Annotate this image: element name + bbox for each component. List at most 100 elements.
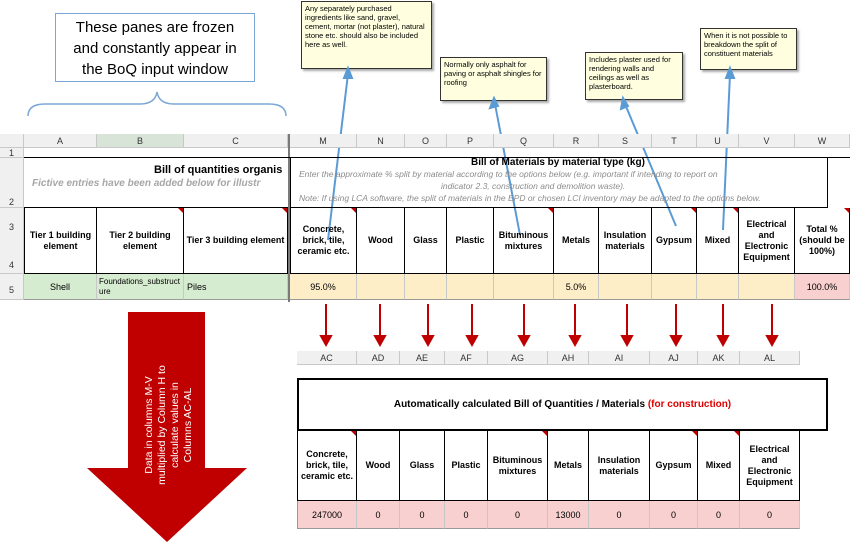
callout-concrete: Any separately purchased ingredients lik… — [301, 1, 432, 69]
lower-value-electrical[interactable]: 0 — [740, 501, 800, 529]
frozen-panes-note: These panes are frozen and constantly ap… — [55, 13, 255, 82]
callout-mixed: When it is not possible to breakdown the… — [700, 28, 797, 70]
callout-gypsum: Includes plaster used for rendering wall… — [585, 52, 683, 100]
frozen-note-line2: and constantly appear in — [73, 40, 237, 57]
value-metals[interactable]: 5.0% — [554, 274, 599, 300]
right-note-1: Enter the approximate % split by materia… — [299, 169, 718, 179]
col-header-v[interactable]: V — [739, 134, 795, 148]
col-header-t[interactable]: T — [652, 134, 697, 148]
value-insulation[interactable] — [599, 274, 652, 300]
frozen-note-line3: the BoQ input window — [82, 61, 228, 78]
lower-header-gypsum[interactable]: Gypsum — [650, 431, 698, 501]
callout-pointers — [327, 65, 736, 241]
header-wood[interactable]: Wood — [357, 208, 405, 274]
row-header-3: 3 — [8, 222, 14, 232]
lower-value-glass[interactable]: 0 — [400, 501, 445, 529]
lower-value-gypsum[interactable]: 0 — [650, 501, 698, 529]
col-header-r[interactable]: R — [554, 134, 599, 148]
brace-shape — [27, 91, 287, 117]
col-header-o[interactable]: O — [405, 134, 447, 148]
col-header-al[interactable]: AL — [740, 351, 800, 365]
lower-title: Automatically calculated Bill of Quantit… — [393, 399, 646, 410]
lower-value-concrete[interactable]: 247000 — [297, 501, 357, 529]
lower-header-glass[interactable]: Glass — [400, 431, 445, 501]
lower-title-block: Automatically calculated Bill of Quantit… — [297, 378, 828, 431]
value-gypsum[interactable] — [652, 274, 697, 300]
col-header-c[interactable]: C — [184, 134, 288, 148]
col-header-w[interactable]: W — [795, 134, 850, 148]
lower-header-plastic[interactable]: Plastic — [445, 431, 488, 501]
tier3-cell[interactable]: Piles — [184, 274, 288, 300]
left-title: Bill of quantities organis — [154, 164, 283, 176]
value-glass[interactable] — [405, 274, 447, 300]
select-all-corner[interactable] — [0, 134, 24, 148]
tier3-header[interactable]: Tier 3 building element — [184, 208, 288, 274]
col-header-u[interactable]: U — [697, 134, 739, 148]
lower-value-mixed[interactable]: 0 — [698, 501, 740, 529]
header-glass[interactable]: Glass — [405, 208, 447, 274]
header-metals[interactable]: Metals — [554, 208, 599, 274]
col-header-b[interactable]: B — [97, 134, 184, 148]
row-header-3-4[interactable]: 3 4 — [0, 208, 24, 274]
row-header-5[interactable]: 5 — [0, 274, 24, 300]
lower-header-mixed[interactable]: Mixed — [698, 431, 740, 501]
col-header-ak[interactable]: AK — [698, 351, 740, 365]
freeze-pane-divider — [288, 134, 290, 302]
right-note-3: Note: If using LCA software, the split o… — [299, 193, 761, 203]
col-header-ag[interactable]: AG — [488, 351, 548, 365]
col-header-ai[interactable]: AI — [589, 351, 650, 365]
lower-header-electrical[interactable]: Electrical and Electronic Equipment — [740, 431, 800, 501]
tier1-header[interactable]: Tier 1 building element — [24, 208, 97, 274]
lower-value-bituminous[interactable]: 0 — [488, 501, 548, 529]
header-electrical[interactable]: Electrical and Electronic Equipment — [739, 208, 795, 274]
value-total[interactable]: 100.0% — [795, 274, 850, 300]
tier2-cell[interactable]: Foundations_substructure — [97, 274, 184, 300]
col-header-ah[interactable]: AH — [548, 351, 589, 365]
lower-value-plastic[interactable]: 0 — [445, 501, 488, 529]
tier2-header[interactable]: Tier 2 building element — [97, 208, 184, 274]
col-header-m[interactable]: M — [290, 134, 357, 148]
left-title-block: Bill of quantities organis Fictive entri… — [24, 158, 288, 208]
header-total[interactable]: Total % (should be 100%) — [795, 208, 850, 274]
value-concrete[interactable]: 95.0% — [290, 274, 357, 300]
header-plastic[interactable]: Plastic — [447, 208, 494, 274]
col-header-a[interactable]: A — [24, 134, 97, 148]
col-header-n[interactable]: N — [357, 134, 405, 148]
lower-value-insulation[interactable]: 0 — [589, 501, 650, 529]
header-mixed[interactable]: Mixed — [697, 208, 739, 274]
value-mixed[interactable] — [697, 274, 739, 300]
big-red-arrow — [87, 312, 247, 542]
lower-header-wood[interactable]: Wood — [357, 431, 400, 501]
value-bituminous[interactable] — [494, 274, 554, 300]
tier1-cell[interactable]: Shell — [24, 274, 97, 300]
lower-header-concrete[interactable]: Concrete, brick, tile, ceramic etc. — [297, 431, 357, 501]
right-note-2: indicator 2.3, construction and demoliti… — [441, 181, 626, 191]
col-header-ae[interactable]: AE — [400, 351, 445, 365]
lower-header-bituminous[interactable]: Bituminous mixtures — [488, 431, 548, 501]
col-header-aj[interactable]: AJ — [650, 351, 698, 365]
row-header-2[interactable]: 2 — [0, 158, 24, 208]
value-wood[interactable] — [357, 274, 405, 300]
col-header-p[interactable]: P — [447, 134, 494, 148]
col-header-ac[interactable]: AC — [297, 351, 357, 365]
red-down-arrows — [319, 304, 779, 348]
header-bituminous[interactable]: Bituminous mixtures — [494, 208, 554, 274]
col-header-af[interactable]: AF — [445, 351, 488, 365]
row-1 — [24, 148, 850, 158]
lower-value-metals[interactable]: 13000 — [548, 501, 589, 529]
col-header-s[interactable]: S — [599, 134, 652, 148]
header-concrete[interactable]: Concrete, brick, tile, ceramic etc. — [290, 208, 357, 274]
right-title: Bill of Materials by material type (kg) — [471, 158, 645, 168]
value-electrical[interactable] — [739, 274, 795, 300]
header-gypsum[interactable]: Gypsum — [652, 208, 697, 274]
header-insulation[interactable]: Insulation materials — [599, 208, 652, 274]
col-header-ad[interactable]: AD — [357, 351, 400, 365]
frozen-note-line1: These panes are frozen — [75, 19, 235, 36]
lower-header-metals[interactable]: Metals — [548, 431, 589, 501]
lower-value-wood[interactable]: 0 — [357, 501, 400, 529]
left-subtitle: Fictive entries have been added below fo… — [32, 178, 261, 189]
row-header-1[interactable]: 1 — [0, 148, 24, 158]
col-header-q[interactable]: Q — [494, 134, 554, 148]
lower-header-insulation[interactable]: Insulation materials — [589, 431, 650, 501]
value-plastic[interactable] — [447, 274, 494, 300]
